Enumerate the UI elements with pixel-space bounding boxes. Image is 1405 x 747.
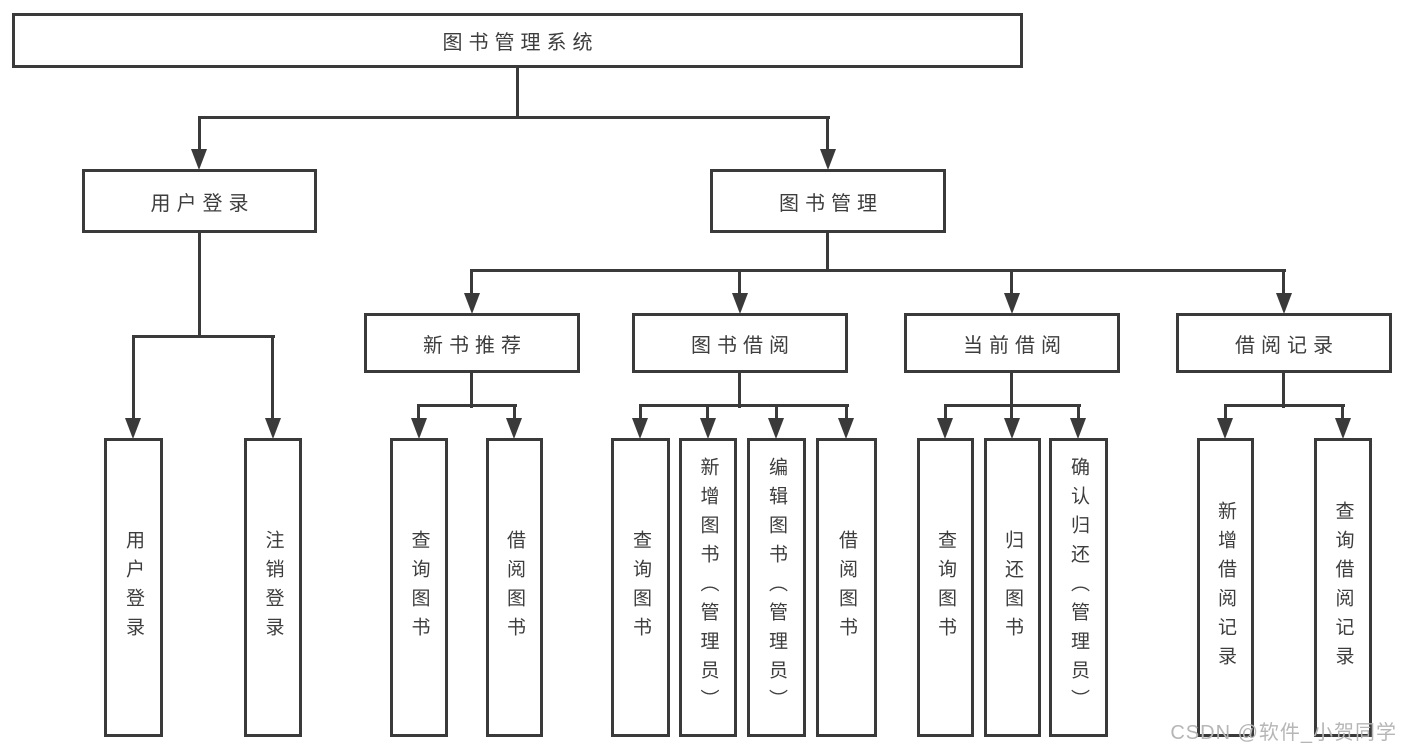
connector-line xyxy=(516,68,519,118)
arrow-down-icon xyxy=(265,418,281,439)
connector-line xyxy=(1010,269,1013,294)
leaf-logout: 注销登录 xyxy=(244,438,302,737)
connector-line xyxy=(470,371,473,408)
node-label: 新书推荐 xyxy=(423,334,527,357)
connector-line xyxy=(944,404,947,419)
arrow-down-icon xyxy=(1004,293,1020,314)
node-label: 借阅记录 xyxy=(1235,334,1339,357)
leaf-borrow-book: 借阅图书 xyxy=(486,438,543,737)
node-borrow-record: 借阅记录 xyxy=(1176,313,1392,373)
arrow-down-icon xyxy=(1070,418,1086,439)
arrow-down-icon xyxy=(411,418,427,439)
connector-line xyxy=(845,404,848,419)
connector-line xyxy=(1077,404,1080,419)
connector-line xyxy=(826,116,829,150)
node-label: 图书管理系统 xyxy=(442,32,599,54)
connector-line xyxy=(198,231,201,338)
connector-line xyxy=(1224,404,1345,407)
arrow-down-icon xyxy=(191,149,207,170)
leaf-confirm-return-admin: 确认归还（管理员） xyxy=(1049,438,1108,737)
node-root: 图书管理系统 xyxy=(12,13,1023,68)
connector-line xyxy=(826,231,829,272)
connector-line xyxy=(1010,404,1013,419)
leaf-query-book: 查询图书 xyxy=(611,438,670,737)
leaf-add-book-admin: 新增图书（管理员） xyxy=(679,438,737,737)
connector-line xyxy=(132,335,275,338)
node-label: 当前借阅 xyxy=(963,334,1067,357)
watermark: CSDN @软件_小贺同学 xyxy=(1170,722,1397,744)
connector-line xyxy=(1282,269,1285,294)
connector-line xyxy=(738,371,741,408)
leaf-label: 归还图书 xyxy=(1002,529,1023,646)
arrow-down-icon xyxy=(125,418,141,439)
leaf-query-book: 查询图书 xyxy=(917,438,974,737)
node-book-mgmt: 图书管理 xyxy=(710,169,946,233)
leaf-return-book: 归还图书 xyxy=(984,438,1041,737)
node-label: 用户登录 xyxy=(150,192,255,215)
connector-line xyxy=(198,116,830,119)
leaf-label: 借阅图书 xyxy=(836,529,857,646)
leaf-label: 查询图书 xyxy=(408,529,430,646)
leaf-label: 确认归还（管理员） xyxy=(1068,457,1089,718)
leaf-label: 注销登录 xyxy=(262,529,284,646)
arrow-down-icon xyxy=(464,293,480,314)
node-label: 图书借阅 xyxy=(691,334,795,357)
node-label: 图书管理 xyxy=(779,192,883,215)
connector-line xyxy=(513,404,516,419)
connector-line xyxy=(132,335,135,418)
connector-line xyxy=(738,269,741,294)
connector-line xyxy=(198,116,201,150)
leaf-label: 新增借阅记录 xyxy=(1215,500,1236,675)
arrow-down-icon xyxy=(937,418,953,439)
connector-line xyxy=(706,404,709,419)
arrow-down-icon xyxy=(1217,418,1233,439)
leaf-label: 查询图书 xyxy=(630,529,651,646)
connector-line xyxy=(1010,371,1013,408)
leaf-label: 用户登录 xyxy=(123,529,144,646)
leaf-label: 查询借阅记录 xyxy=(1332,500,1354,675)
leaf-user-login: 用户登录 xyxy=(104,438,163,737)
leaf-label: 借阅图书 xyxy=(504,529,525,646)
arrow-down-icon xyxy=(1004,418,1020,439)
arrow-down-icon xyxy=(700,418,716,439)
connector-line xyxy=(417,404,517,407)
arrow-down-icon xyxy=(768,418,784,439)
node-current-borrow: 当前借阅 xyxy=(904,313,1120,373)
connector-line xyxy=(1224,404,1227,419)
connector-line xyxy=(417,404,420,419)
arrow-down-icon xyxy=(838,418,854,439)
leaf-label: 编辑图书（管理员） xyxy=(766,457,787,718)
leaf-label: 新增图书（管理员） xyxy=(697,457,719,718)
arrow-down-icon xyxy=(506,418,522,439)
connector-line xyxy=(639,404,849,407)
leaf-borrow-book: 借阅图书 xyxy=(816,438,877,737)
connector-line xyxy=(1341,404,1344,419)
arrow-down-icon xyxy=(1335,418,1351,439)
connector-line xyxy=(1282,371,1285,408)
node-user-login: 用户登录 xyxy=(82,169,317,233)
leaf-query-book: 查询图书 xyxy=(390,438,448,737)
arrow-down-icon xyxy=(732,293,748,314)
leaf-query-borrow-record: 查询借阅记录 xyxy=(1314,438,1372,737)
arrow-down-icon xyxy=(1276,293,1292,314)
connector-line xyxy=(271,335,274,418)
leaf-label: 查询图书 xyxy=(935,529,956,646)
node-new-book-recommend: 新书推荐 xyxy=(364,313,580,373)
connector-line xyxy=(775,404,778,419)
node-book-borrow: 图书借阅 xyxy=(632,313,848,373)
leaf-edit-book-admin: 编辑图书（管理员） xyxy=(747,438,806,737)
connector-line xyxy=(470,269,473,294)
arrow-down-icon xyxy=(632,418,648,439)
connector-line xyxy=(470,269,1286,272)
leaf-add-borrow-record: 新增借阅记录 xyxy=(1197,438,1254,737)
arrow-down-icon xyxy=(820,149,836,170)
connector-line xyxy=(639,404,642,419)
